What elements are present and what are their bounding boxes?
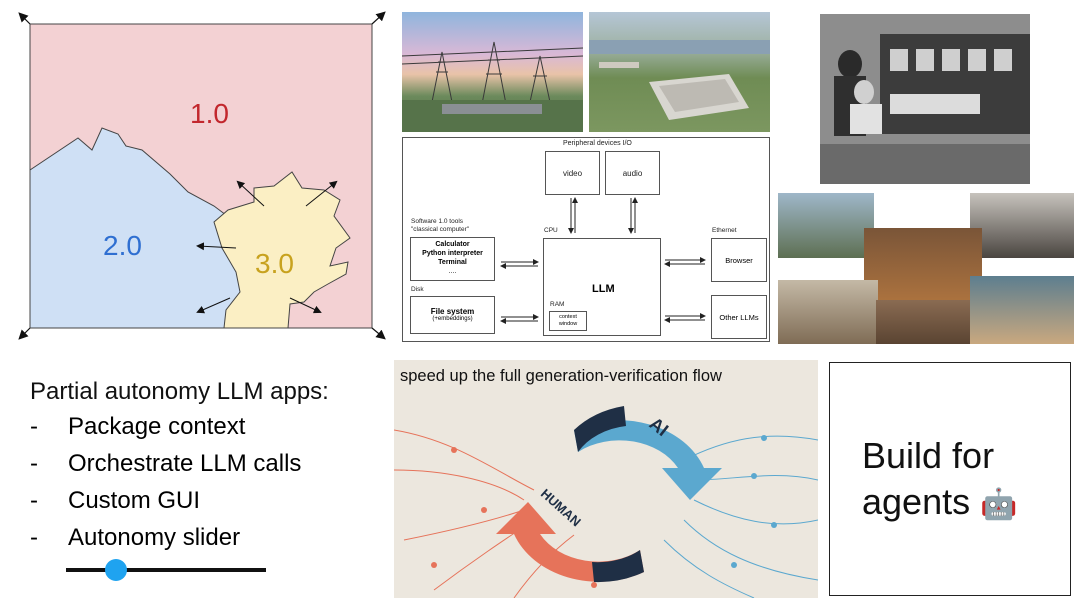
build-for-agents-card: Build for agents 🤖 (829, 362, 1071, 596)
other-llms-box: Other LLMs (711, 295, 767, 339)
label-1-0: 1.0 (190, 98, 229, 129)
photo-power-grid (402, 12, 583, 132)
build-line2: agents (862, 481, 971, 522)
autonomy-list-title: Partial autonomy LLM apps: (30, 378, 329, 405)
loop-panel: AI HUMAN speed up the full generation-ve… (394, 360, 818, 598)
label-3-0: 3.0 (255, 248, 294, 279)
list-item: - Package context (30, 413, 390, 450)
region-3-0 (213, 171, 351, 329)
list-item-label: Package context (68, 413, 246, 440)
llm-os-diagram: Peripheral devices I/O video audio Softw… (402, 137, 770, 342)
build-line1: Build for (862, 435, 995, 476)
tool-calculator: Calculator (435, 241, 470, 248)
list-bullet: - (30, 487, 38, 514)
autonomy-list: Partial autonomy LLM apps: - Package con… (30, 378, 390, 561)
video-label: video (562, 168, 583, 178)
photo-mainframe-room (820, 14, 1030, 184)
software-title-line2: "classical computer" (411, 226, 470, 233)
tools-box: Calculator Python interpreter Terminal .… (410, 237, 495, 281)
photo-library-2 (970, 193, 1074, 258)
software-versions-map (18, 11, 386, 340)
peripheral-title: Peripheral devices I/O (563, 140, 632, 147)
slider-knob[interactable] (105, 559, 127, 581)
llm-box: LLM RAM context window (543, 238, 661, 336)
audio-label: audio (622, 168, 643, 178)
list-item-label: Custom GUI (68, 487, 201, 514)
list-item-label: Orchestrate LLM calls (68, 450, 302, 477)
browser-box: Browser (711, 238, 767, 282)
tool-python: Python interpreter (422, 250, 483, 257)
list-item: - Autonomy slider (30, 524, 390, 561)
filesystem-sub: (+embeddings) (432, 316, 473, 322)
list-item: - Custom GUI (30, 487, 390, 524)
software-title-line1: Software 1.0 tools (411, 218, 464, 225)
autonomy-slider[interactable] (66, 559, 266, 581)
list-bullet: - (30, 450, 38, 477)
photo-datacenter (589, 12, 770, 132)
list-bullet: - (30, 524, 38, 551)
loop-caption: speed up the full generation-verificatio… (400, 367, 722, 385)
tool-ellipsis: .... (448, 268, 457, 275)
loop-illustration: AI HUMAN (394, 406, 818, 598)
build-line2-wrap: agents 🤖 (862, 481, 1017, 523)
list-item-label: Autonomy slider (68, 524, 241, 551)
video-box: video (545, 151, 600, 195)
list-item: - Orchestrate LLM calls (30, 450, 390, 487)
browser-label: Browser (725, 255, 753, 265)
slider-track[interactable] (66, 568, 266, 572)
context-line1: context (559, 314, 577, 320)
software-title: Software 1.0 tools "classical computer" (411, 218, 469, 234)
photo-library-5 (876, 300, 980, 344)
list-bullet: - (30, 413, 38, 440)
llm-label: LLM (592, 283, 615, 295)
photo-library-1 (778, 193, 874, 258)
software-versions-panel: 1.0 2.0 3.0 (18, 10, 390, 340)
filesystem-box: File system (+embeddings) (410, 296, 495, 334)
context-line2: window (558, 321, 578, 327)
photo-library-4 (778, 280, 878, 344)
tool-terminal: Terminal (438, 259, 467, 266)
cpu-label: CPU (544, 227, 558, 234)
disk-label: Disk (411, 286, 424, 293)
audio-box: audio (605, 151, 660, 195)
ram-label: RAM (550, 301, 565, 308)
other-llms-label: Other LLMs (719, 312, 759, 322)
label-2-0: 2.0 (103, 230, 142, 261)
filesystem-label: File system (430, 307, 475, 316)
photo-library-3 (864, 228, 982, 308)
photo-library-6 (970, 276, 1074, 344)
ethernet-label: Ethernet (712, 227, 737, 234)
context-window-box: context window (549, 311, 587, 331)
robot-icon: 🤖 (980, 488, 1018, 521)
